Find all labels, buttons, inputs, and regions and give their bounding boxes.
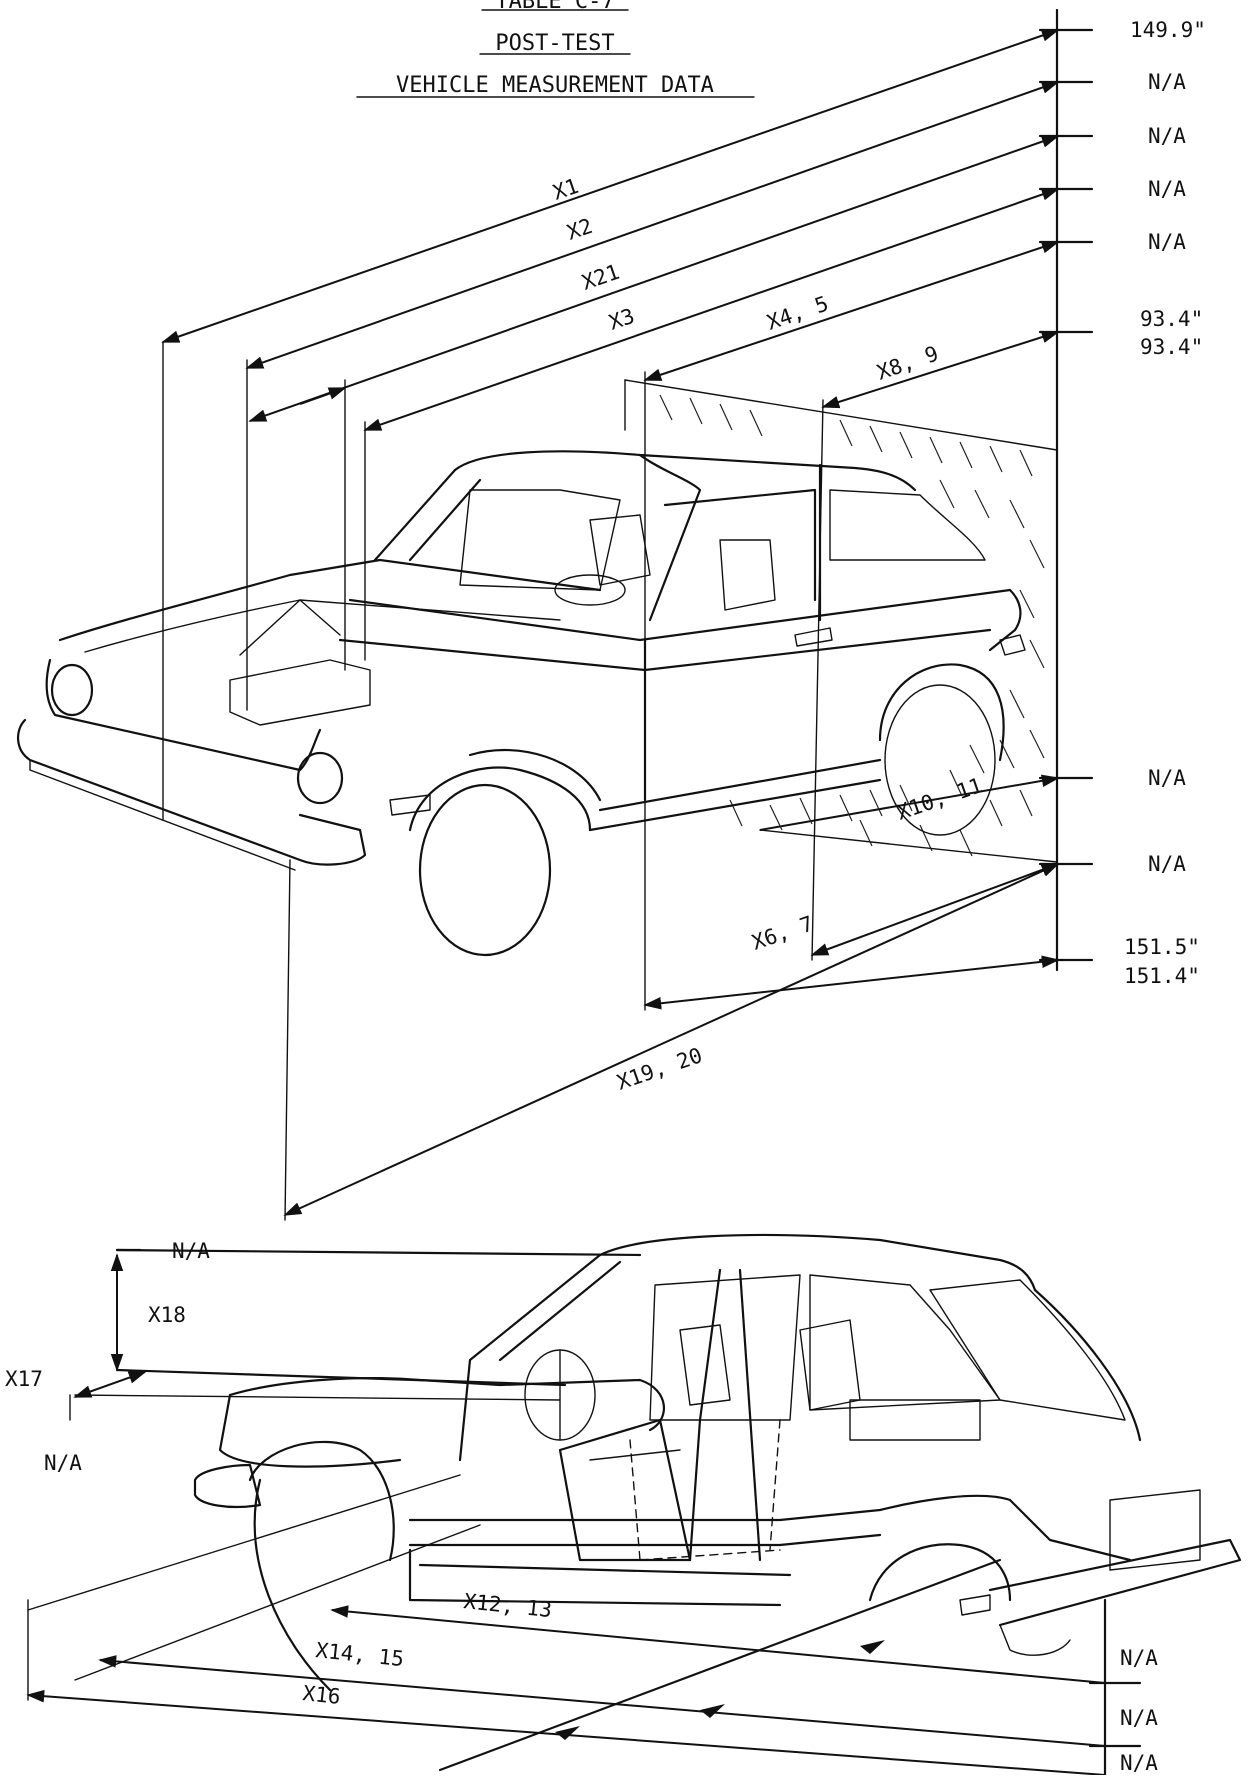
dimension-lines-bottom xyxy=(26,1474,1106,1776)
value-x8-9-b: 93.4" xyxy=(1140,335,1203,359)
value-x11: N/A xyxy=(1148,852,1186,876)
barrier-wall xyxy=(624,379,1058,863)
vehicle-side-view xyxy=(17,450,1026,957)
dim-line-x21-b xyxy=(299,387,347,405)
value-x8-9-a: 93.4" xyxy=(1140,307,1203,331)
value-x12-13: N/A xyxy=(1120,1646,1158,1670)
extension-lines-top xyxy=(162,341,824,1221)
value-x4-5: N/A xyxy=(1148,230,1186,254)
label-x18: X18 xyxy=(148,1303,186,1327)
value-x10: N/A xyxy=(1148,766,1186,790)
table-subtitle: POST-TEST xyxy=(495,31,614,56)
dim-line-x10-11-b xyxy=(810,863,1060,956)
vehicle-interior-view xyxy=(193,1233,1242,1692)
label-x3: X3 xyxy=(606,304,638,335)
value-x18: N/A xyxy=(172,1239,210,1263)
value-x16: N/A xyxy=(1120,1751,1158,1775)
dim-line-x8-9 xyxy=(821,330,1060,409)
value-x1: 149.9" xyxy=(1130,18,1206,42)
label-x10-11: X10, 11 xyxy=(894,773,986,825)
value-x3: N/A xyxy=(1148,177,1186,201)
value-ticks-top xyxy=(1038,28,1094,962)
dim-line-x4-5 xyxy=(643,241,1060,381)
label-x2: X2 xyxy=(564,214,596,245)
value-x6-7-b: 151.4" xyxy=(1124,964,1200,988)
dim-line-x19-20 xyxy=(283,863,1060,1216)
dim-line-x17 xyxy=(73,1371,147,1398)
value-x21: N/A xyxy=(1148,124,1186,148)
label-x8-9: X8, 9 xyxy=(874,341,942,384)
value-x17: N/A xyxy=(44,1451,82,1475)
value-x2: N/A xyxy=(1148,70,1186,94)
label-x19-20: X19, 20 xyxy=(614,1043,706,1095)
dimension-lines-top xyxy=(161,29,1060,1216)
label-x6-7: X6, 7 xyxy=(749,911,817,954)
dim-line-x12-13 xyxy=(330,1605,1106,1684)
label-x16: X16 xyxy=(301,1681,341,1709)
label-x21: X21 xyxy=(579,260,623,295)
label-x1: X1 xyxy=(550,174,582,205)
table-heading: VEHICLE MEASUREMENT DATA xyxy=(396,73,714,98)
label-x17: X17 xyxy=(5,1367,43,1391)
dim-line-x2 xyxy=(245,81,1060,369)
value-x14-15: N/A xyxy=(1120,1706,1158,1730)
dim-line-x14-15 xyxy=(98,1655,1106,1747)
label-x14-15: X14, 15 xyxy=(314,1638,405,1671)
dim-line-x6-7 xyxy=(643,955,1060,1010)
dim-line-x21 xyxy=(248,135,1060,422)
roof-reference xyxy=(69,1248,642,1421)
table-title: TABLE C-7 xyxy=(495,0,614,14)
value-x6-7-a: 151.5" xyxy=(1124,935,1200,959)
label-x12-13: X12, 13 xyxy=(462,1589,553,1622)
